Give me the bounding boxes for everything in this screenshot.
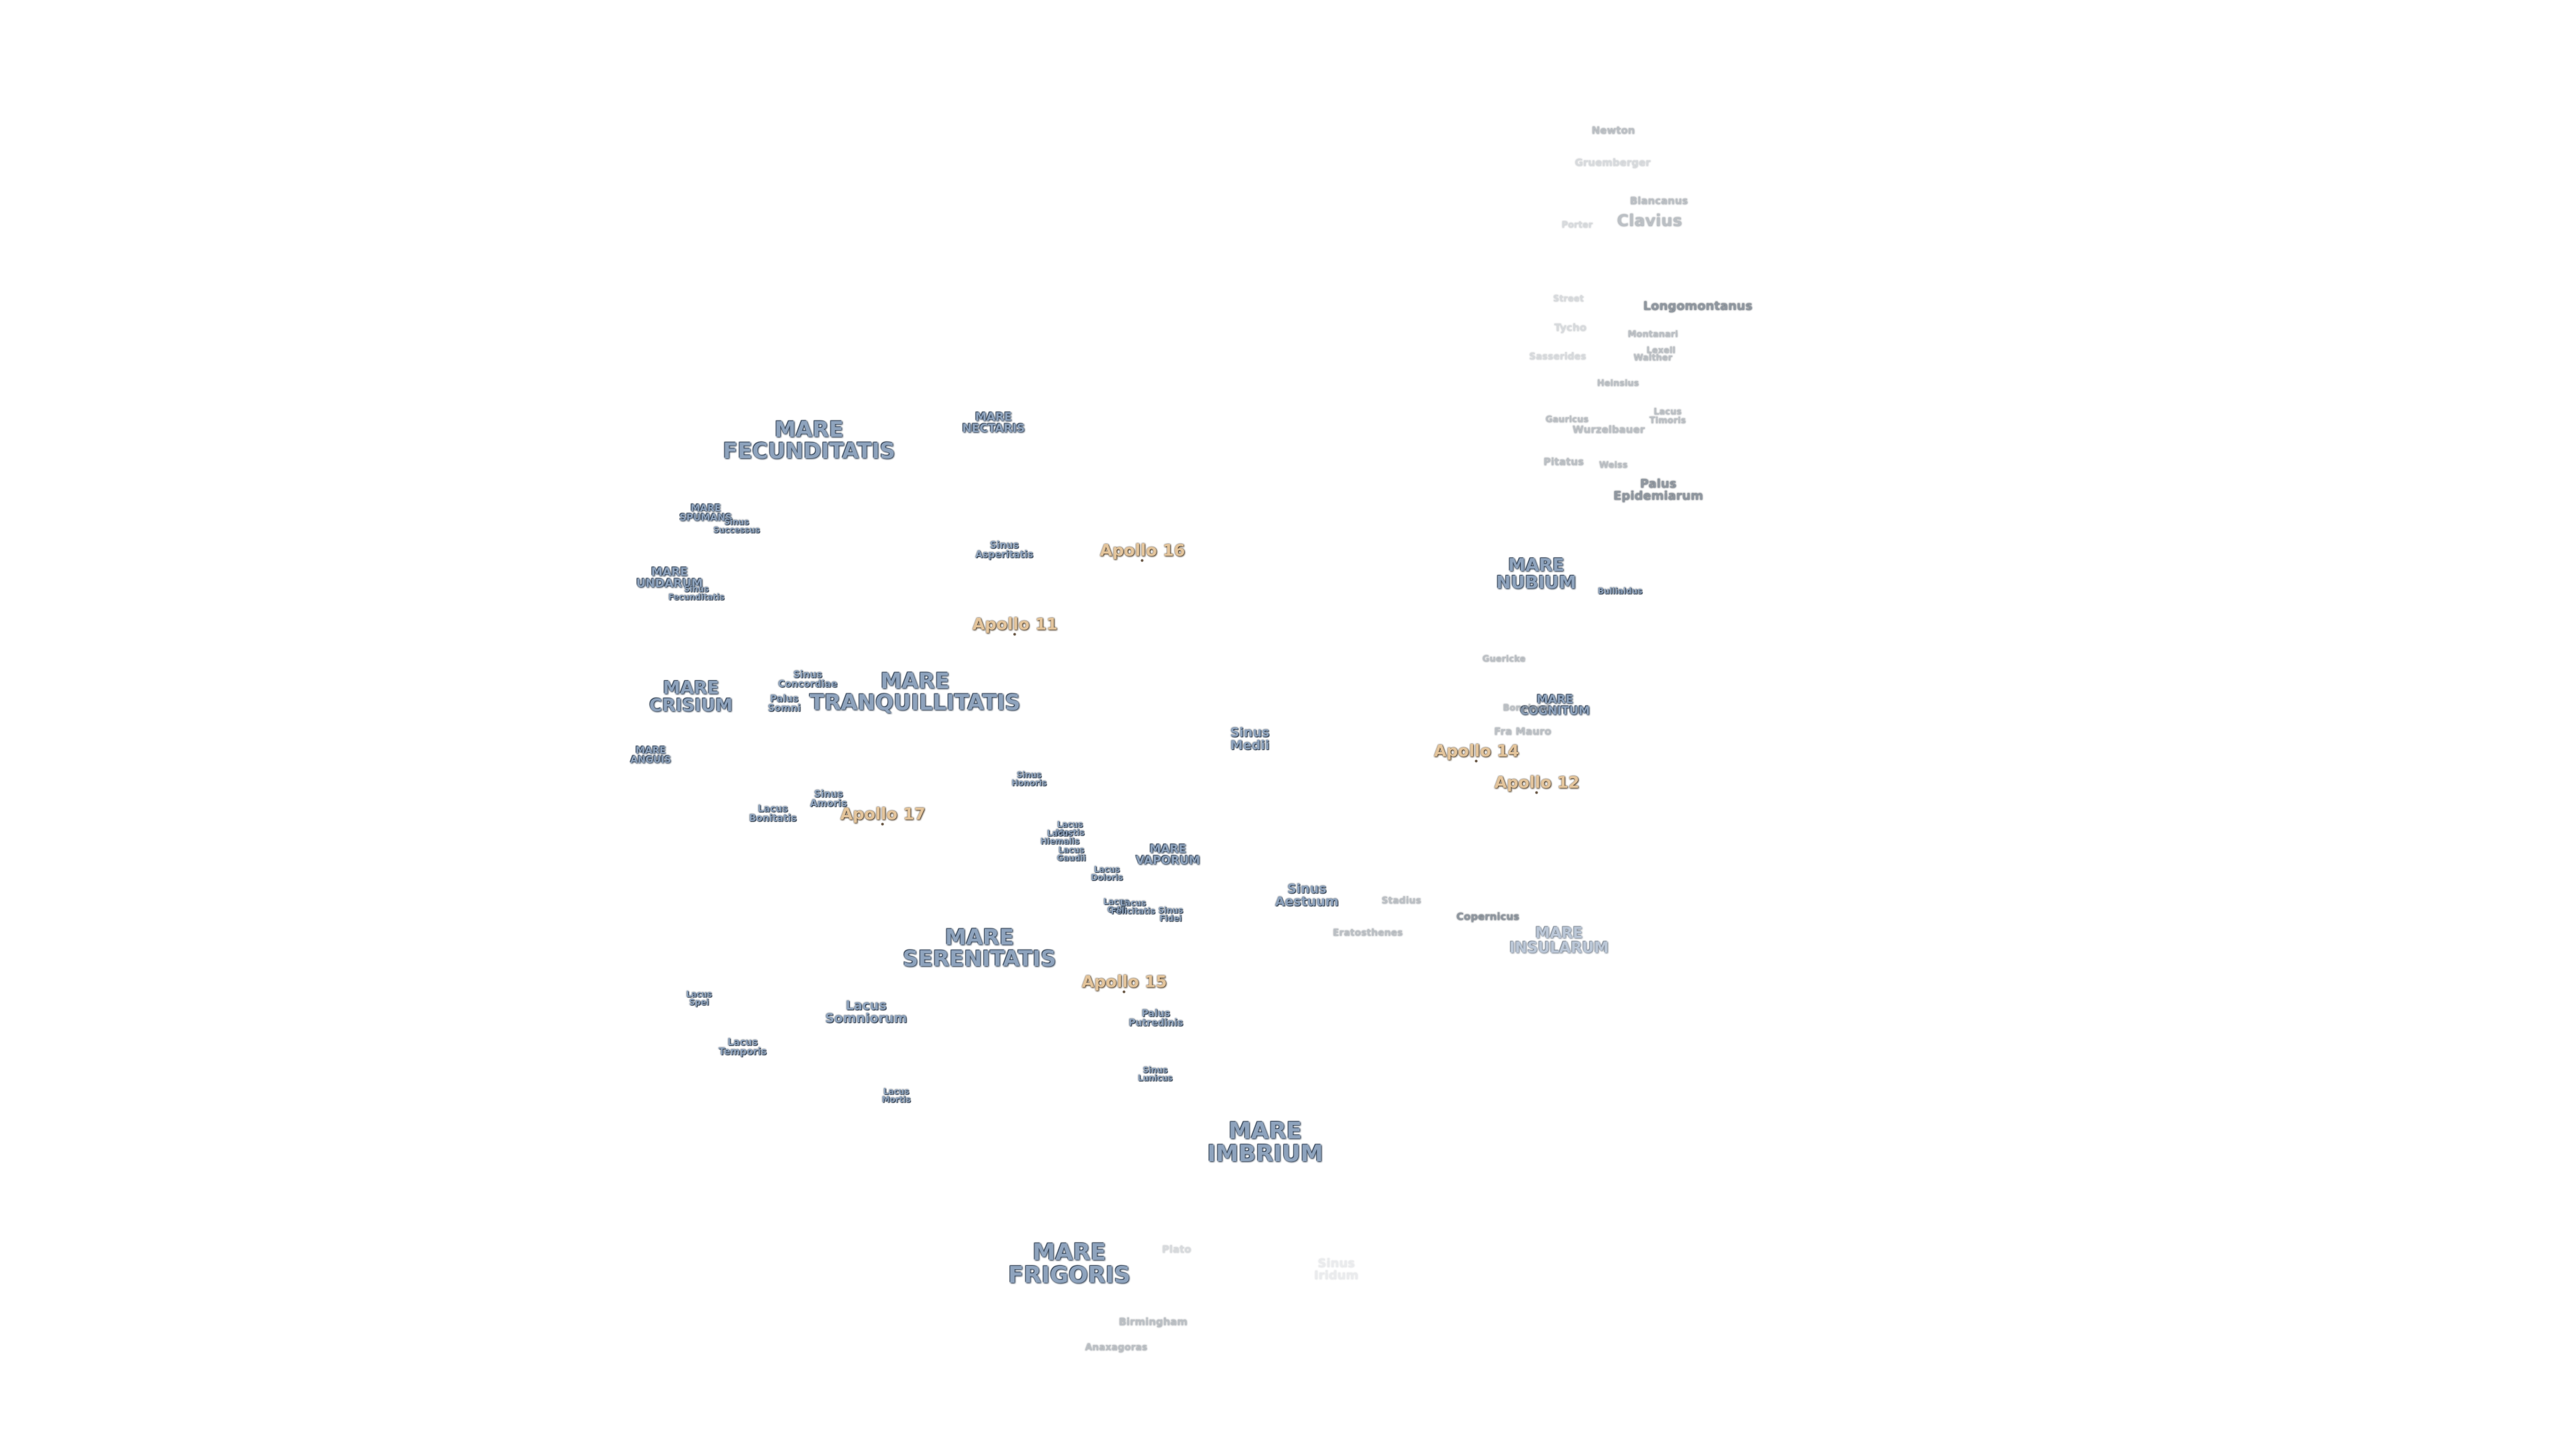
lacus-mortis-east-label: Lacus Mortis: [1055, 820, 1085, 837]
landing-site-marker-icon: [1536, 791, 1538, 794]
mare-insularum-label: MARE INSULARUM: [1509, 925, 1609, 957]
stadius-crater-label: Stadius: [1381, 896, 1421, 906]
apollo-16-site[interactable]: Apollo 16: [1100, 543, 1185, 562]
mare-vaporum-label: MARE VAPORUM: [1136, 843, 1200, 867]
porter-crater-label: Porter: [1561, 220, 1593, 231]
sinus-amoris-label: Sinus Amoris: [810, 789, 847, 809]
apollo-17-site[interactable]: Apollo 17: [841, 806, 925, 826]
sinus-medii-label: Sinus Medii: [1230, 725, 1270, 753]
lacus-felicitatis-label: Lacus Felicitatis: [1110, 898, 1156, 916]
fra-mauro-crater-label: Fra Mauro: [1494, 725, 1552, 738]
lacus-doloris-label: Lacus Doloris: [1091, 865, 1123, 882]
lacus-mortis-label: Lacus Mortis: [881, 1087, 911, 1104]
landing-site-marker-icon: [1123, 990, 1126, 994]
apollo-14-site[interactable]: Apollo 14: [1434, 743, 1519, 763]
mare-frigoris-label: MARE FRIGORIS: [1008, 1239, 1131, 1289]
sinus-aestuum-label: Sinus Aestuum: [1275, 881, 1339, 909]
mare-imbrium-label: MARE IMBRIUM: [1207, 1118, 1324, 1167]
mare-serenitatis-label: MARE SERENITATIS: [902, 924, 1057, 971]
lacus-timoris-label: Lacus Timoris: [1649, 407, 1686, 426]
montanari-crater-label: Montanari: [1627, 329, 1678, 340]
apollo-12-site[interactable]: Apollo 12: [1495, 775, 1579, 794]
apollo-15-site[interactable]: Apollo 15: [1082, 974, 1167, 994]
gruemberger-crater-label: Gruemberger: [1574, 156, 1651, 169]
landing-site-marker-icon: [1475, 759, 1478, 763]
mare-nubium-label: MARE NUBIUM: [1496, 555, 1576, 593]
mare-spumans-label: MARE SPUMANS: [679, 503, 733, 523]
bullialdus-crater-label: Bullialdus: [1597, 586, 1643, 596]
landing-site-marker-icon: [881, 822, 884, 826]
sinus-honoris-label: Sinus Honoris: [1011, 770, 1047, 788]
mare-crisium-label: MARE CRISIUM: [649, 678, 733, 716]
lacus-bonitatis-label: Lacus Bonitatis: [749, 804, 797, 824]
mare-fecunditatis-label: MARE FECUNDITATIS: [722, 417, 896, 464]
eratosthenes-crater-label: Eratosthenes: [1332, 928, 1403, 938]
gauricus-crater-label: Gauricus: [1545, 415, 1589, 425]
mare-tranquillitatis-label: MARE TRANQUILLITATIS: [809, 668, 1021, 715]
sinus-successus-label: Sinus Successus: [713, 517, 760, 535]
anaxagoras-crater-label: Anaxagoras: [1085, 1342, 1148, 1353]
lexell-crater-label: Lexell: [1646, 345, 1676, 356]
guericke-crater-label: Guericke: [1482, 654, 1526, 665]
landing-site-marker-icon: [1141, 559, 1144, 562]
lacus-gaudii-label: Lacus Gaudii: [1057, 845, 1086, 863]
sasserides-crater-label: Sasserides: [1529, 352, 1587, 362]
mare-cognitum-label: MARE COGNITUM: [1520, 693, 1590, 718]
sinus-iridum-label: Sinus Iridum: [1313, 1256, 1359, 1283]
sinus-asperitatis-label: Sinus Asperitatis: [975, 540, 1034, 560]
copernicus-crater-label: Copernicus: [1456, 910, 1519, 923]
blancanus-crater-label: Blancanus: [1629, 195, 1688, 207]
walther-crater-label: Walther: [1633, 353, 1672, 364]
sinus-fidei-label: Sinus Fidei: [1158, 906, 1183, 923]
sinus-fecunditatis-label: Sinus Fecunditatis: [668, 584, 724, 602]
lacus-hiemalis-label: Lacus Hiemalis: [1040, 828, 1080, 846]
palus-putredinis-label: Palus Putredinis: [1128, 1008, 1183, 1028]
landing-site-marker-icon: [1014, 633, 1016, 636]
lacus-temporis-label: Lacus Temporis: [718, 1037, 767, 1057]
mare-anguis-label: MARE ANGUIS: [630, 745, 672, 765]
weiss-crater-label: Weiss: [1599, 460, 1628, 471]
sinus-lunicus-label: Sinus Lunicus: [1138, 1065, 1173, 1083]
clavius-crater-label: Clavius: [1617, 211, 1682, 230]
palus-somni-label: Palus Somni: [767, 694, 801, 714]
sinus-concordiae-label: Sinus Concordiae: [777, 669, 838, 690]
birmingham-crater-label: Birmingham: [1118, 1316, 1188, 1328]
street-crater-label: Street: [1553, 294, 1584, 305]
bonpland-crater-label: Bonpland: [1503, 703, 1550, 714]
wurzelbauer-crater-label: Wurzelbauer: [1572, 423, 1645, 436]
pitatus-crater-label: Pitatus: [1543, 455, 1585, 468]
mare-undarum-label: MARE UNDARUM: [636, 566, 703, 590]
tycho-crater-label: Tycho: [1554, 321, 1587, 334]
longomontanus-crater-label: Longomontanus: [1643, 299, 1753, 313]
palus-epidemiarum-label: Palus Epidemiarum: [1613, 477, 1703, 503]
plato-crater-label: Plato: [1162, 1243, 1191, 1256]
lacus-odii-label: Lacus Odii: [1103, 897, 1130, 914]
newton-crater-label: Newton: [1591, 124, 1635, 137]
lacus-somniorum-label: Lacus Somniorum: [824, 998, 908, 1026]
apollo-11-site[interactable]: Apollo 11: [973, 616, 1057, 636]
mare-nectaris-label: MARE NECTARIS: [962, 411, 1025, 435]
lacus-spei-label: Lacus Spei: [686, 989, 712, 1007]
heinsius-crater-label: Heinsius: [1597, 378, 1640, 389]
